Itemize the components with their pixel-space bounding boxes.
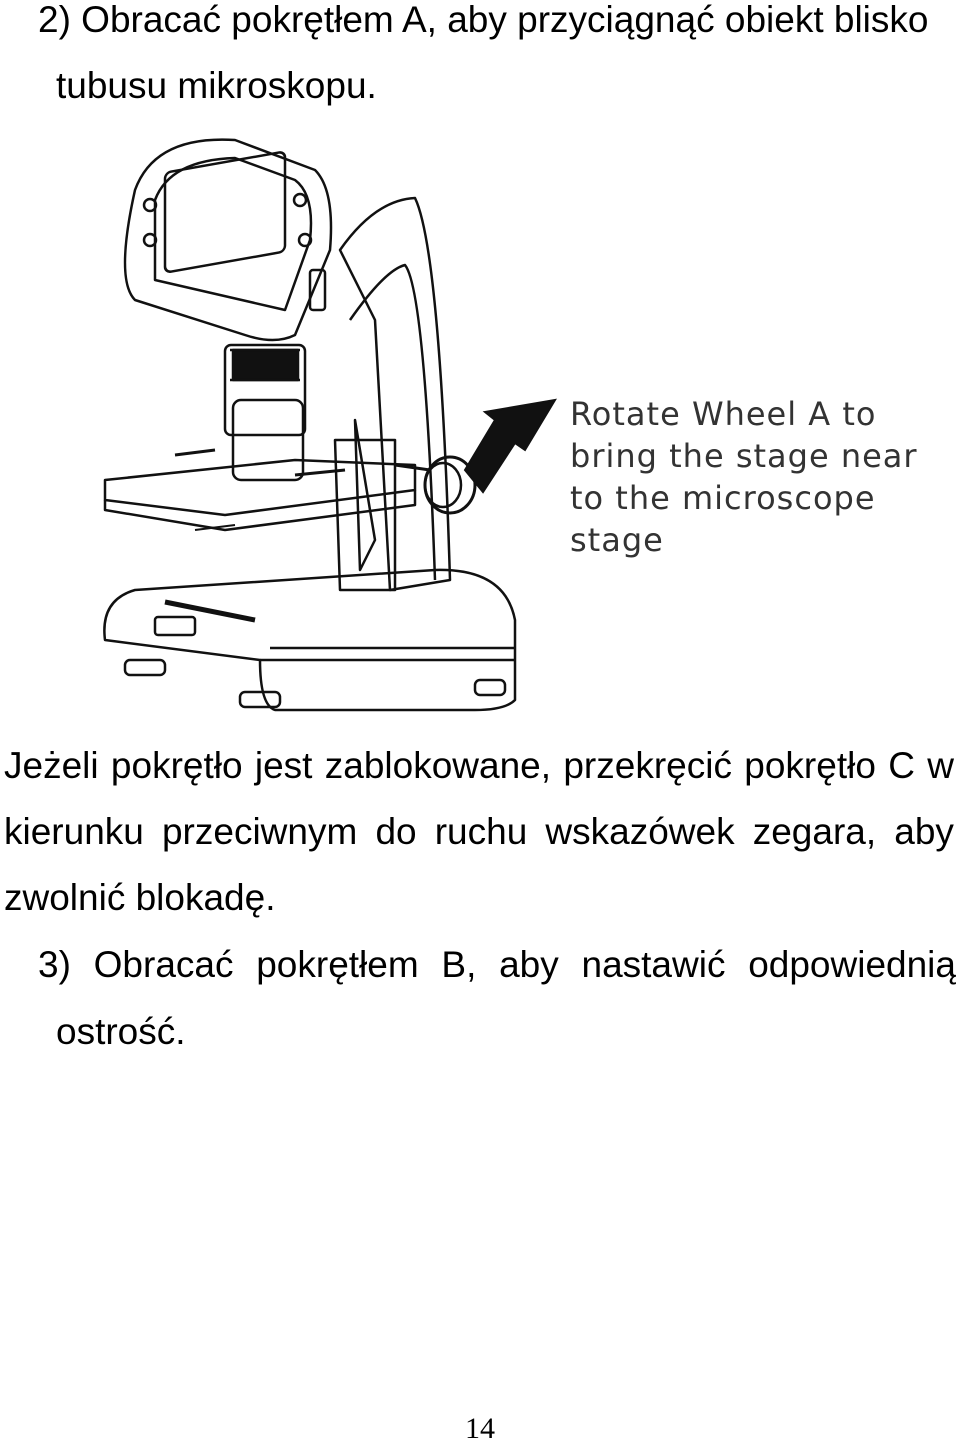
callout-line2: bring the stage near — [570, 437, 918, 475]
arrow-icon — [463, 398, 557, 494]
note-line1: Jeżeli pokrętło jest zablokowane, przekr… — [4, 745, 954, 786]
microscope-illustration: Rotate Wheel A to bring the stage near t… — [103, 138, 918, 712]
step3-line1: 3) Obracać pokrętłem B, aby nastawić odp… — [38, 944, 956, 985]
note-line2: kierunku przeciwnym do ruchu wskazówek z… — [4, 811, 954, 852]
step2-line1: 2) Obracać pokrętłem A, aby przyciągnąć … — [38, 0, 929, 40]
callout-line3: to the microscope — [570, 479, 876, 517]
lcd-screen-housing — [123, 138, 333, 342]
microscope-base — [103, 568, 517, 712]
callout-line4: stage — [570, 521, 664, 559]
page-number: 14 — [465, 1412, 495, 1445]
lcd-display — [163, 151, 287, 273]
microscope-tube — [223, 343, 307, 437]
note-line3: zwolnić blokadę. — [4, 877, 276, 918]
step3-line2: ostrość. — [56, 1011, 186, 1052]
step2-line2: tubusu mikroskopu. — [56, 65, 377, 106]
callout-line1: Rotate Wheel A to — [570, 395, 876, 433]
